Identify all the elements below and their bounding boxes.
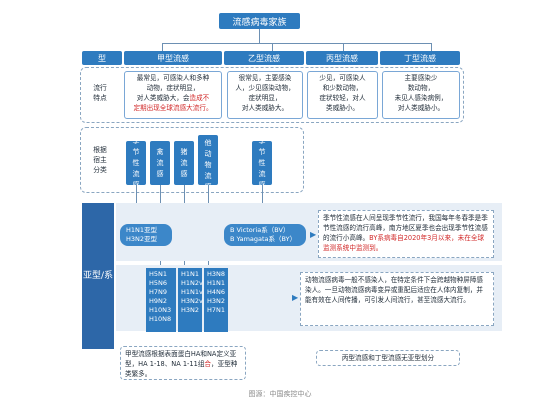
type-b-header: 乙型流感 (224, 51, 304, 65)
image-source: 图源：中国疾控中心 (248, 390, 312, 398)
epidemic-row (80, 67, 464, 123)
host-a-swine: 猪流感 (174, 141, 194, 185)
host-label: 根据 宿主 分类 (93, 146, 107, 174)
type-c-header: 丙型流感 (306, 51, 378, 65)
animal-note: 动物流感病毒一般不感染人，在特定条件下会跨越物种屏障感染人。一旦动物流感病毒变异… (300, 272, 494, 326)
host-a-avian: 禽流感 (150, 141, 170, 185)
host-b-seasonal: 季节性流感 (252, 137, 272, 189)
type-d-header: 丁型流感 (380, 51, 460, 65)
epidemic-label: 流行 特点 (93, 84, 107, 102)
seasonal-note: 季节性流感在人间呈现季节性流行，我国每年冬春季是季节性流感的流行高峰，南方地区夏… (318, 210, 494, 258)
cd-note: 丙型流感和丁型流感无亚型划分 (316, 350, 460, 366)
arrow-icon: ▶ (292, 293, 299, 302)
host-a-other: 其他动物流感 (198, 128, 218, 191)
ha-na-note: 甲型流感根据表面蛋白HA和NA定义亚型，HA 1-18、NA 1-11组合，亚型… (120, 346, 246, 380)
epidemic-desc-b: 很常见，主要感染 人，少见感染动物， 症状明显， 对人类威胁大。 (227, 71, 303, 119)
type-a-header: 甲型流感 (124, 51, 222, 65)
diagram-title: 流感病毒家族 (219, 13, 300, 29)
epidemic-desc-d: 主要感染少 数动物， 未见人感染病例， 对人类威胁小。 (382, 71, 460, 119)
type-label: 型 (82, 51, 122, 65)
b-lineages: B Victoria系（BV） B Yamagata系（BY） (224, 224, 306, 246)
host-a-seasonal: 季节性流感 (126, 137, 146, 189)
subtype-label: 亚型/系 (82, 203, 114, 349)
arrow-icon: ▶ (310, 230, 317, 239)
a-seasonal-subtypes: H1N1亚型 H3N2亚型 (120, 224, 172, 246)
epidemic-desc-c: 少见，可感染人 和少数动物， 症状较轻，对人 类威胁小。 (307, 71, 378, 119)
epidemic-desc-a: 最常见，可感染人和多种 动物，症状明显， 对人类威胁大，会造成不 定期出现全球流… (124, 71, 222, 119)
host-row (80, 127, 304, 193)
